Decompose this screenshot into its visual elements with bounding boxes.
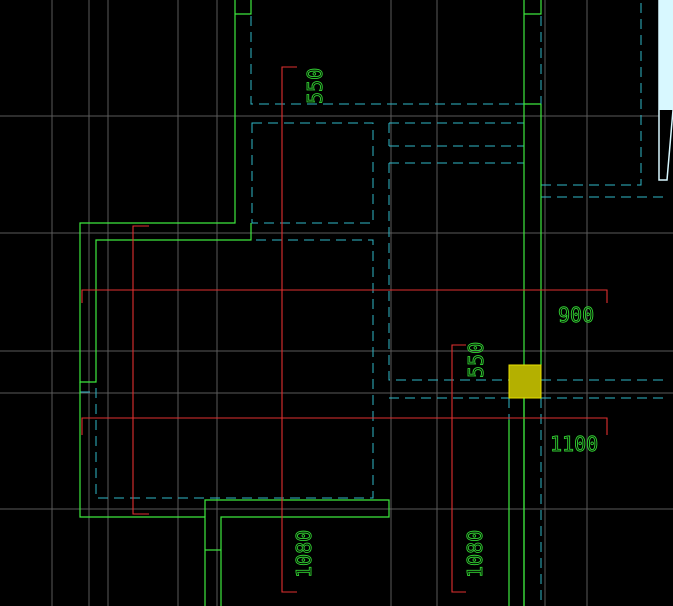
dashed-right-band-a (541, 0, 642, 186)
dashed-main-room (95, 239, 374, 499)
selection-grip[interactable] (508, 364, 542, 399)
edge-highlight (658, 0, 673, 181)
wall-top-shaft-left (79, 0, 252, 383)
white-edge-line (658, 0, 673, 181)
wall-outlines (79, 0, 542, 606)
dim-vertical-top (281, 66, 297, 593)
dimension-labels: 550 550 900 1100 1080 1080 (292, 67, 599, 578)
wall-main-bottom-b (204, 499, 390, 606)
dashed-top-shaft (250, 0, 524, 105)
dim-label-horizontal-lower: 1100 (550, 432, 598, 456)
dashed-room-upper-left (251, 122, 374, 224)
dim-vertical-right (451, 344, 466, 593)
wall-top-shaft-right (235, 0, 252, 15)
dim-label-horizontal-upper: 900 (558, 303, 594, 327)
dimension-lines (81, 66, 608, 593)
dim-label-bottom-right-vertical: 1080 (463, 530, 487, 578)
dashed-corridor-b (388, 163, 509, 381)
white-edge-notch (659, 110, 673, 180)
dim-vertical-left (132, 225, 149, 515)
wall-vertical-shaft-b (524, 0, 542, 15)
wall-main-bottom (79, 382, 206, 606)
dim-label-top-vertical: 550 (303, 68, 327, 104)
dim-label-bottom-left-vertical: 1080 (292, 530, 316, 578)
dim-horizontal-lower (81, 417, 608, 435)
dim-label-right-vertical: 550 (464, 342, 488, 378)
dim-horizontal-upper (81, 289, 608, 303)
